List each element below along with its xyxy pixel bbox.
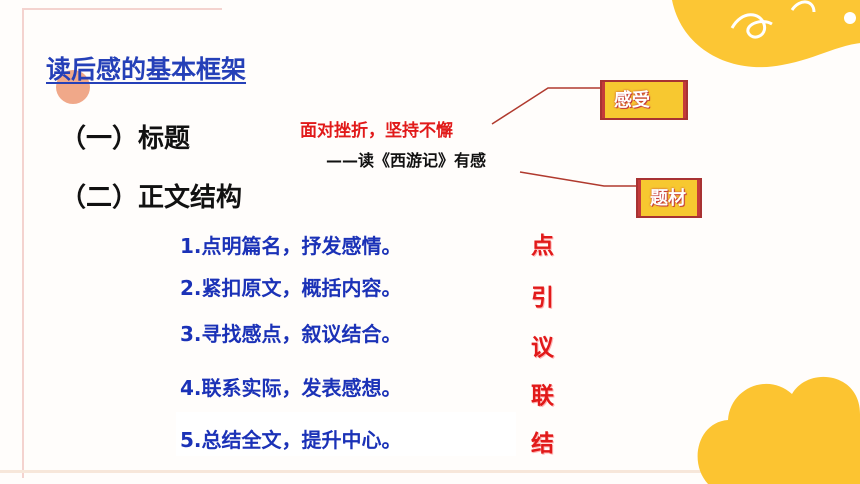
bottom-divider [0, 470, 860, 473]
tag-subject: 题材 [636, 178, 702, 218]
highlight-box [176, 412, 516, 456]
list-item: 3.寻找感点，叙议结合。 [180, 322, 402, 346]
section-heading-title: （一）标题 [60, 124, 191, 154]
keyword-char: 结 [531, 431, 554, 457]
keyword-char: 议 [531, 335, 554, 361]
list-item: 4.联系实际，发表感想。 [180, 376, 402, 400]
list-item: 5.总结全文，提升中心。 [180, 428, 402, 452]
frame-left-line [22, 8, 24, 478]
keyword-char: 引 [531, 285, 554, 311]
tag-feeling: 感受 [600, 80, 688, 120]
keyword-char: 联 [531, 383, 554, 409]
frame-top-line [22, 8, 222, 10]
tag-feeling-label: 感受 [614, 90, 650, 111]
list-item: 1.点明篇名，抒发感情。 [180, 234, 402, 258]
example-title: 面对挫折，坚持不懈 [300, 121, 453, 141]
corner-decoration-icon [672, 0, 860, 68]
example-subtitle: ——读《西游记》有感 [326, 151, 487, 170]
tag-subject-label: 题材 [650, 188, 686, 209]
list-item: 2.紧扣原文，概括内容。 [180, 276, 402, 300]
page-title: 读后感的基本框架 [46, 55, 247, 84]
section-heading-body: （二）正文结构 [60, 183, 243, 213]
title-accent-dot [56, 70, 90, 104]
keyword-char: 点 [531, 233, 554, 259]
cloud-decoration-icon [697, 376, 860, 484]
